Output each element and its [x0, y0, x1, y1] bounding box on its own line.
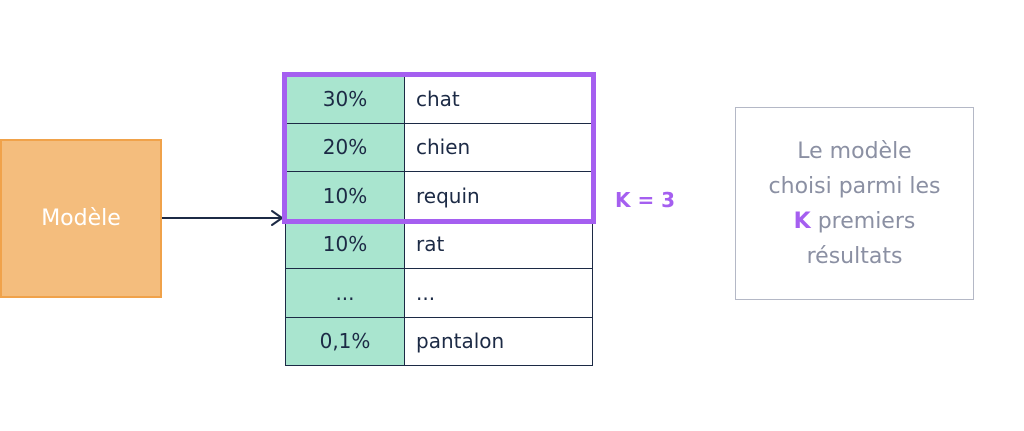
table-row: 10% requin: [285, 172, 593, 221]
table-row: 0,1% pantalon: [285, 317, 593, 366]
arrow-icon: [162, 210, 283, 226]
probability-cell: 10%: [285, 172, 405, 220]
word-cell: chien: [405, 123, 593, 171]
table-row: 30% chat: [285, 75, 593, 124]
probability-cell: 30%: [285, 76, 405, 123]
explanation-line-3-rest: premiers: [810, 208, 916, 234]
probability-cell: 10%: [285, 220, 405, 268]
explanation-line-1: Le modèle: [797, 138, 912, 164]
explanation-box: Le modèle choisi parmi les K premiers ré…: [735, 107, 974, 300]
explanation-text: Le modèle choisi parmi les K premiers ré…: [769, 134, 941, 274]
explanation-line-3: K premiers: [769, 204, 941, 239]
probability-table: 30% chat 20% chien 10% requin 10% rat ..…: [285, 75, 593, 366]
table-row: ... ...: [285, 269, 593, 318]
explanation-k: K: [793, 208, 811, 234]
model-box: Modèle: [0, 139, 162, 298]
model-label: Modèle: [41, 206, 121, 231]
probability-cell: 0,1%: [285, 317, 405, 365]
word-cell: rat: [405, 220, 593, 268]
table-row: 10% rat: [285, 220, 593, 269]
word-cell: requin: [405, 172, 593, 220]
probability-cell: 20%: [285, 123, 405, 171]
explanation-line-2: choisi parmi les: [768, 173, 941, 199]
word-cell: ...: [405, 269, 593, 317]
probability-cell: ...: [285, 269, 405, 317]
k-value-label: K = 3: [615, 188, 676, 212]
word-cell: pantalon: [405, 317, 593, 365]
word-cell: chat: [405, 76, 593, 123]
explanation-line-4: résultats: [806, 243, 903, 269]
table-row: 20% chien: [285, 123, 593, 172]
